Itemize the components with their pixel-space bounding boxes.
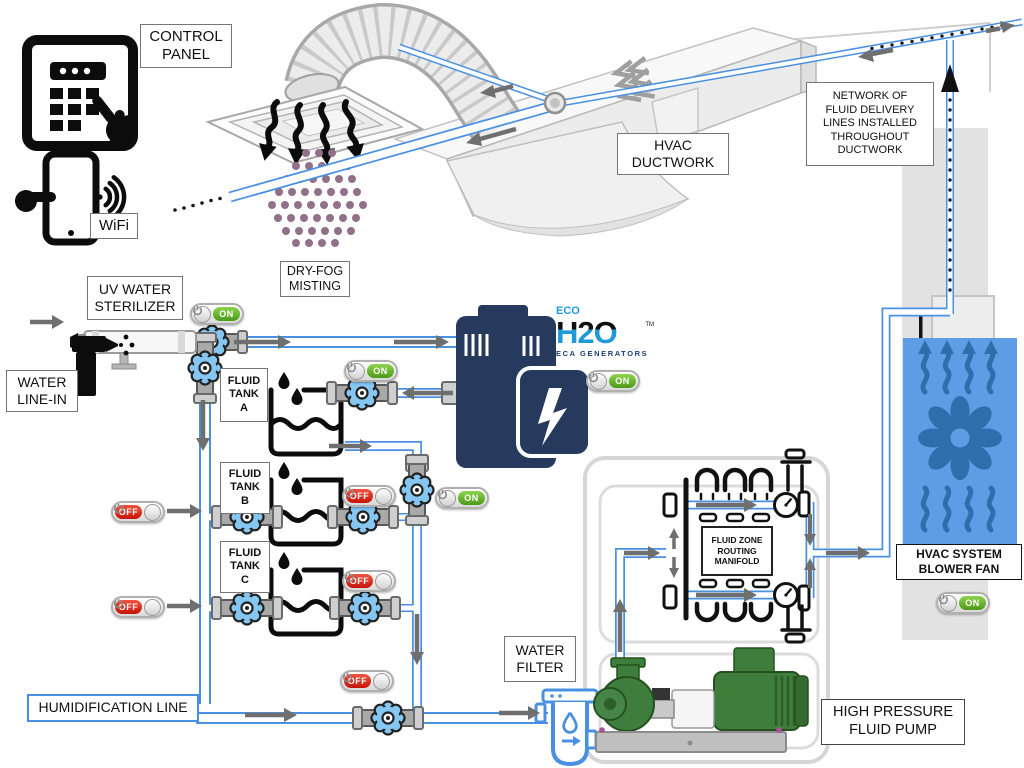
label-dry-fog: DRY-FOG MISTING	[280, 261, 350, 297]
toggle-tank-b-inlet[interactable]: OFF	[111, 501, 165, 523]
eco-h2o-logo: ECO H2O TM ECA GENERATORS	[556, 305, 654, 358]
toggle-tank-a-return[interactable]: ON	[344, 360, 398, 382]
toggle-state-label: ON	[458, 491, 485, 505]
tank-droplets	[278, 372, 303, 585]
fan-plenum	[919, 295, 995, 341]
toggle-tank-c-outlet[interactable]: OFF	[342, 570, 396, 592]
high-pressure-pump-icon	[593, 647, 809, 753]
label-water-filter: WATER FILTER	[504, 636, 576, 682]
logo-tm-text: TM	[645, 322, 654, 328]
toggle-uv-sterilizer[interactable]: ON	[190, 303, 244, 325]
label-high-pressure-pump: HIGH PRESSURE FLUID PUMP	[821, 699, 965, 745]
label-water-line-in: WATER LINE-IN	[6, 370, 78, 412]
toggle-state-label: ON	[213, 307, 240, 321]
toggle-tank-drain-valve[interactable]: ON	[435, 487, 489, 509]
power-icon	[113, 598, 161, 616]
label-humidification-line: HUMIDIFICATION LINE	[27, 694, 199, 722]
room-corner-lines	[736, 21, 991, 92]
toggle-tank-b-outlet[interactable]: OFF	[342, 485, 396, 507]
logo-eco-text: ECO	[556, 305, 580, 317]
power-icon	[938, 594, 957, 612]
fluid-zone-manifold-icon	[662, 448, 812, 644]
power-icon	[588, 372, 607, 390]
tap-hand-icon	[15, 190, 56, 212]
toggle-state-label: ON	[959, 596, 986, 610]
wifi-waves-icon	[103, 175, 127, 219]
power-icon	[192, 305, 211, 323]
toggle-eca-generator[interactable]: ON	[586, 370, 640, 392]
label-network-note: NETWORK OF FLUID DELIVERY LINES INSTALLE…	[806, 82, 934, 166]
duct-nozzle-fitting	[543, 91, 567, 115]
label-control-panel: CONTROL PANEL	[140, 24, 232, 68]
riser-up-arrow	[941, 64, 959, 92]
pointing-hand-icon	[92, 95, 138, 149]
toggle-state-label: ON	[609, 374, 636, 388]
label-fluid-tank-a: FLUID TANK A	[220, 368, 268, 422]
power-icon	[437, 489, 456, 507]
power-icon	[346, 362, 365, 380]
power-icon	[344, 487, 392, 505]
water-line-in-icon	[72, 334, 135, 396]
toggle-state-label: ON	[367, 364, 394, 378]
eca-generator-icon	[456, 305, 592, 468]
label-blower-fan: HVAC SYSTEM BLOWER FAN	[896, 544, 1022, 580]
toggle-humidification-valve[interactable]: OFF	[340, 670, 394, 692]
toggle-tank-c-inlet[interactable]: OFF	[111, 596, 165, 618]
power-icon	[342, 672, 390, 690]
power-icon	[344, 572, 392, 590]
control-panel-icon	[22, 35, 138, 151]
logo-eca-generators-text: ECA GENERATORS	[556, 349, 649, 358]
label-hvac-ductwork: HVAC DUCTWORK	[617, 133, 729, 175]
water-filter-icon	[534, 688, 599, 767]
power-icon	[113, 503, 161, 521]
label-fluid-tank-c: FLUID TANK C	[220, 541, 270, 593]
toggle-blower-fan[interactable]: ON	[936, 592, 990, 614]
logo-h2o-text: H2O	[556, 317, 652, 348]
label-fluid-zone-manifold: FLUID ZONE ROUTING MANIFOLD	[701, 526, 773, 576]
blower-fan-icon	[903, 338, 1017, 544]
flow-arrows	[30, 21, 1015, 722]
label-fluid-tank-b: FLUID TANK B	[220, 462, 270, 514]
label-uv-sterilizer: UV WATER STERILIZER	[87, 276, 183, 320]
label-wifi: WiFi	[90, 213, 138, 239]
